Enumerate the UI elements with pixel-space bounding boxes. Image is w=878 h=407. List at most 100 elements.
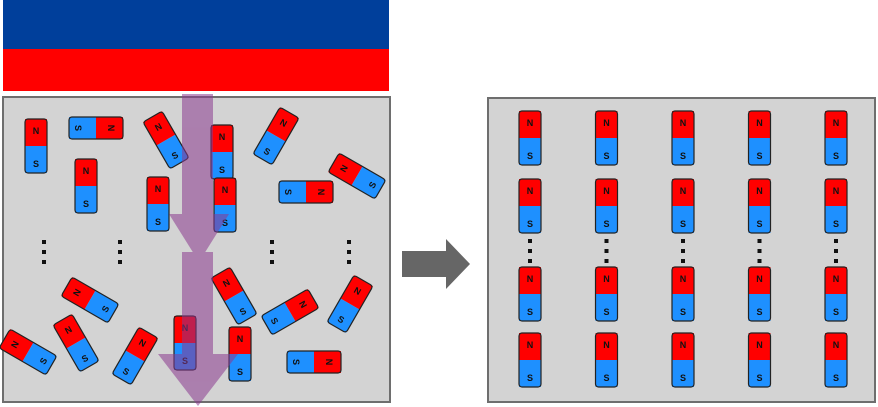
south-pole: [825, 206, 847, 233]
south-pole: [69, 117, 96, 139]
south-label: S: [603, 151, 609, 161]
magnet-outline: [518, 332, 542, 388]
south-label: S: [833, 219, 839, 229]
north-pole: [340, 275, 374, 310]
north-pole: [519, 179, 541, 206]
magnet-aligned: NS: [594, 266, 619, 322]
north-pole: [25, 119, 47, 146]
magnet-outline: [143, 111, 189, 169]
north-label: N: [756, 274, 763, 284]
south-label: S: [336, 314, 346, 326]
down-arrow-icon: [169, 214, 229, 262]
south-pole: [252, 130, 286, 165]
right-ellipsis-group: [528, 239, 838, 263]
north-label: N: [603, 118, 610, 128]
south-pole: [595, 294, 618, 321]
south-label: S: [73, 125, 83, 131]
magnet-aligned: NS: [671, 178, 695, 234]
north-label: N: [603, 274, 610, 284]
south-pole: [156, 134, 190, 169]
magnet-outline: [824, 332, 848, 388]
north-pole: [284, 288, 319, 322]
magnet-outline: [671, 266, 695, 322]
south-label: S: [527, 373, 533, 383]
south-label: S: [603, 219, 609, 229]
south-label: S: [527, 307, 533, 317]
magnet-random: NS: [326, 275, 374, 333]
magnet-outline: [211, 267, 257, 325]
north-pole: [519, 111, 541, 138]
vertical-ellipsis: [681, 239, 685, 263]
south-label: S: [170, 150, 180, 162]
north-pole: [306, 181, 333, 203]
north-pole: [595, 111, 618, 138]
north-label: N: [338, 163, 350, 174]
north-pole: [595, 267, 618, 294]
south-pole: [825, 138, 847, 165]
magnet-random: NS: [74, 158, 98, 214]
north-label: N: [137, 337, 148, 349]
magnet-outline: [824, 178, 848, 234]
magnet-outline: [594, 332, 619, 388]
magnet-outline: [74, 158, 98, 214]
north-label: N: [297, 299, 309, 310]
south-pole: [22, 342, 57, 376]
south-pole: [66, 337, 100, 372]
north-label: N: [83, 166, 90, 176]
south-pole: [672, 138, 694, 165]
south-label: S: [269, 316, 281, 326]
south-pole: [326, 298, 360, 333]
magnet-random: NS: [146, 176, 170, 232]
magnet-aligned: NS: [518, 332, 542, 388]
magnet-aligned: NS: [594, 332, 619, 388]
north-label: N: [222, 185, 229, 195]
south-pole: [825, 294, 847, 321]
magnet-aligned: NS: [518, 178, 542, 234]
north-label: N: [756, 118, 763, 128]
north-label: N: [603, 340, 610, 350]
field-arrow-shaft: [182, 252, 213, 357]
south-pole: [279, 181, 306, 203]
south-label: S: [219, 165, 225, 175]
magnet-outline: [24, 118, 48, 174]
field-source-red-band: [3, 49, 389, 91]
magnet-outline: [824, 110, 848, 166]
north-pole: [210, 267, 244, 302]
south-label: S: [38, 356, 50, 366]
vertical-ellipsis: [347, 240, 351, 264]
magnet-outline: [286, 350, 342, 374]
north-label: N: [33, 126, 40, 136]
north-label: N: [756, 340, 763, 350]
north-pole: [519, 267, 541, 294]
north-label: N: [527, 274, 534, 284]
north-label: N: [278, 117, 289, 129]
north-label: N: [237, 334, 244, 344]
north-label: N: [680, 118, 687, 128]
north-label: N: [352, 285, 363, 297]
magnet-outline: [671, 178, 695, 234]
vertical-ellipsis: [42, 240, 46, 264]
magnet-outline: [594, 266, 619, 322]
south-label: S: [262, 146, 272, 158]
magnet-aligned: NS: [671, 332, 695, 388]
magnet-random: NS: [328, 152, 386, 200]
north-label: N: [527, 186, 534, 196]
north-pole: [825, 179, 847, 206]
north-label: N: [833, 340, 840, 350]
magnet-random: NS: [111, 327, 159, 385]
magnet-outline: [671, 110, 695, 166]
south-pole: [261, 302, 296, 336]
south-label: S: [155, 217, 161, 227]
north-label: N: [680, 186, 687, 196]
south-pole: [595, 360, 618, 387]
north-pole: [519, 333, 541, 360]
north-pole: [748, 111, 771, 138]
magnet-random: NS: [52, 314, 100, 372]
north-pole: [147, 177, 169, 204]
south-label: S: [283, 189, 293, 195]
north-label: N: [9, 339, 21, 350]
north-pole: [672, 111, 694, 138]
south-pole: [748, 360, 771, 387]
south-label: S: [833, 373, 839, 383]
north-label: N: [680, 340, 687, 350]
